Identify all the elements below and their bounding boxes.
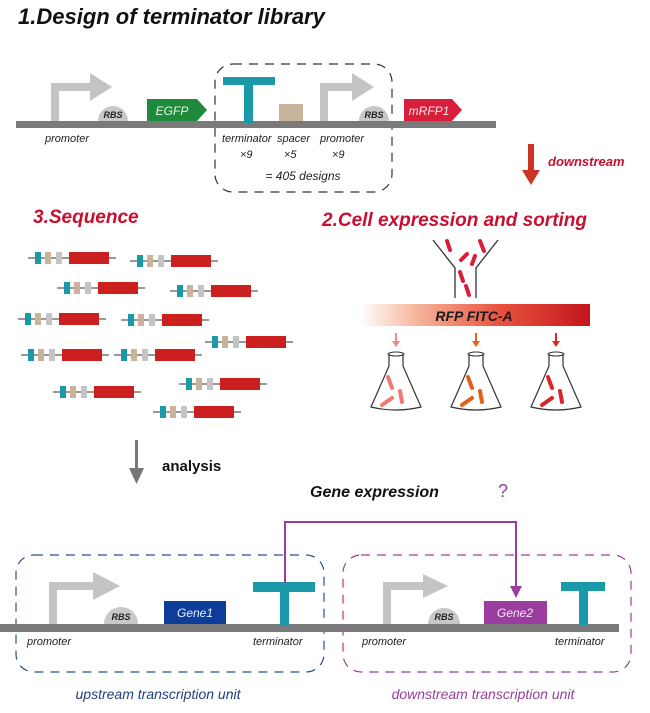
rbs-icon	[428, 608, 460, 624]
terminator-count: ×9	[240, 149, 253, 161]
downstream-unit-caption: downstream transcription unit	[392, 686, 576, 702]
question-mark: ?	[498, 481, 508, 501]
cell-icon	[478, 389, 484, 404]
sequence-read	[170, 285, 258, 297]
mrfp1-gene-icon	[404, 99, 462, 121]
terminator-icon	[223, 77, 275, 123]
cell-icon	[380, 396, 394, 407]
promoter-library-label: promoter	[319, 133, 365, 145]
mrfp1-label: mRFP1	[409, 104, 450, 118]
section1-title: 1.Design of terminator library	[18, 4, 327, 29]
sequence-read	[18, 313, 106, 325]
rbs-icon	[98, 106, 128, 121]
rfp-gradient-bar	[360, 304, 590, 326]
gene2-label: Gene2	[497, 606, 533, 620]
designs-total: = 405 designs	[265, 169, 340, 183]
cell-sorter-funnel-icon	[432, 239, 499, 298]
egfp-label: EGFP	[156, 104, 189, 118]
rfp-bar-label: RFP FITC-A	[435, 308, 512, 324]
cell-icon	[546, 375, 554, 390]
promoter-count: ×9	[332, 149, 345, 161]
rbs-label: RBS	[364, 110, 383, 120]
terminator-label: terminator	[222, 133, 273, 145]
downstream-label: downstream	[548, 154, 625, 169]
sequence-read	[130, 255, 218, 267]
section3-title: 3.Sequence	[33, 207, 139, 228]
cells-icon	[445, 239, 486, 297]
spacer-count: ×5	[284, 149, 297, 161]
analysis-arrow-icon	[129, 440, 144, 484]
egfp-gene-icon	[147, 99, 207, 121]
downstream-promoter-label: promoter	[361, 636, 407, 648]
gene2-icon	[484, 601, 547, 624]
sequence-reads	[18, 252, 293, 418]
downstream-unit-box	[342, 554, 632, 673]
rbs-icon	[359, 106, 389, 121]
cell-icon	[558, 389, 564, 404]
cell-icon	[398, 389, 404, 404]
sequence-read	[53, 386, 141, 398]
sort-arrow-icon	[392, 333, 400, 347]
downstream-terminator-label: terminator	[555, 636, 606, 648]
upstream-terminator-label: terminator	[253, 636, 304, 648]
sequence-read	[179, 378, 267, 390]
influence-arrowhead-icon	[510, 586, 522, 598]
sequence-read	[121, 314, 209, 326]
promoter-icon	[49, 572, 120, 624]
sequence-read	[57, 282, 145, 294]
spacer-label: spacer	[277, 133, 311, 145]
gene1-label: Gene1	[177, 606, 213, 620]
dna-backbone	[0, 624, 619, 632]
section2-title: 2.Cell expression and sorting	[321, 210, 587, 231]
promoter-label: promoter	[44, 133, 90, 145]
cell-icon	[540, 396, 554, 407]
rbs-label: RBS	[103, 110, 122, 120]
sequence-read	[114, 349, 202, 361]
terminator-icon	[253, 582, 315, 626]
rbs-icon	[104, 607, 138, 624]
spacer-icon	[279, 104, 303, 121]
flask-icon	[370, 351, 422, 411]
sequence-read	[153, 406, 241, 418]
sort-arrow-icon	[472, 333, 480, 347]
downstream-rbs-label: RBS	[434, 612, 453, 622]
sequence-read	[28, 252, 116, 264]
terminator-icon	[561, 582, 605, 626]
cell-icon	[386, 375, 394, 390]
upstream-unit-box	[15, 554, 325, 673]
gene-expression-label: Gene expression	[310, 484, 439, 501]
sequence-read	[205, 336, 293, 348]
cell-icon	[466, 375, 474, 390]
dna-backbone	[16, 121, 496, 128]
promoter-icon	[320, 73, 374, 121]
cell-icon	[460, 396, 474, 407]
promoter-icon	[383, 574, 448, 624]
sort-arrow-icon	[552, 333, 560, 347]
promoter-icon	[51, 73, 112, 121]
upstream-unit-caption: upstream transcription unit	[76, 686, 242, 702]
gene1-icon	[164, 601, 226, 624]
flask-icon	[530, 351, 582, 411]
flask-icon	[450, 351, 502, 411]
upstream-promoter-label: promoter	[26, 636, 72, 648]
upstream-rbs-label: RBS	[111, 612, 130, 622]
analysis-label: analysis	[162, 458, 221, 475]
downstream-arrow-icon	[522, 144, 540, 185]
sequence-read	[21, 349, 109, 361]
influence-arrow-icon	[284, 521, 517, 594]
